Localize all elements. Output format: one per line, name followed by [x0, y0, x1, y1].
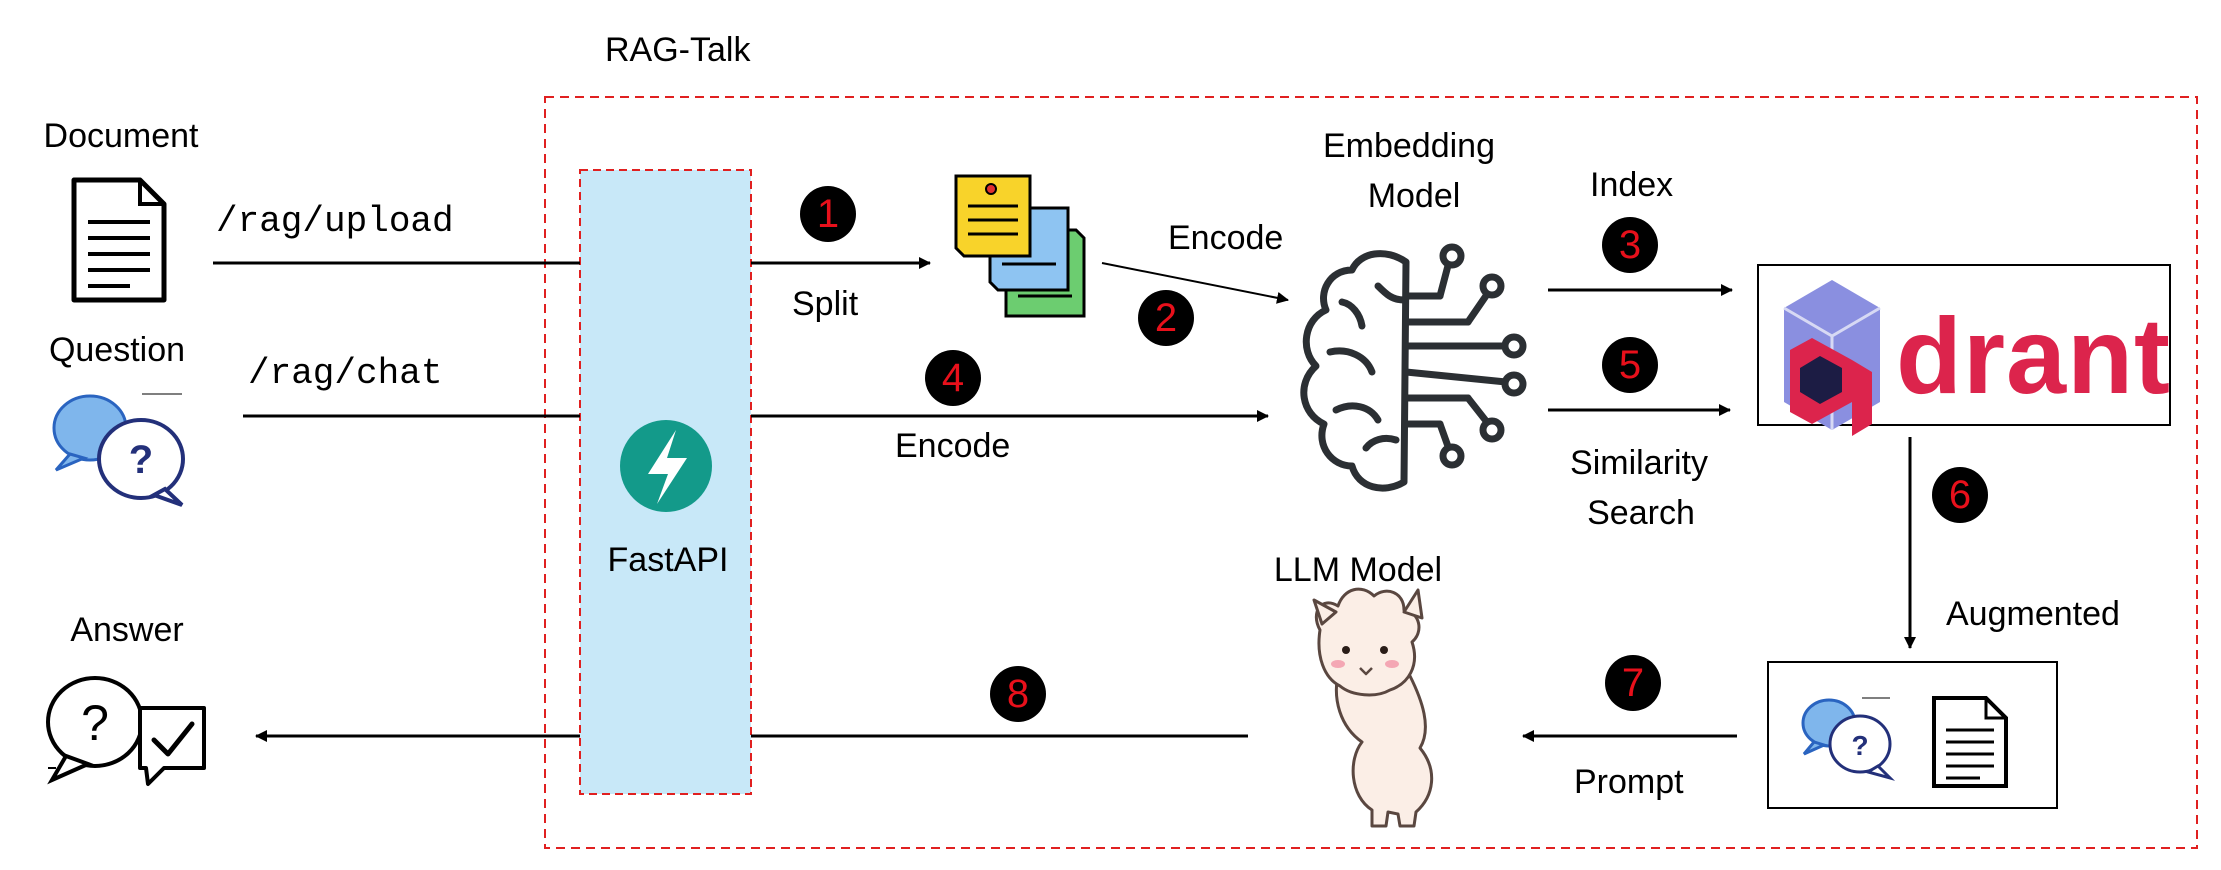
- question-chat-icon: ?: [52, 393, 185, 507]
- step-badge-2: 2: [1138, 290, 1194, 346]
- augmented-document-icon: [1932, 696, 2008, 788]
- step-badge-8: 8: [990, 666, 1046, 722]
- split-label: Split: [792, 285, 859, 323]
- index-label: Index: [1590, 166, 1674, 204]
- document-icon: [71, 177, 167, 303]
- encode-docs-arrow: [1101, 262, 1289, 304]
- brain-icon: [1300, 243, 1527, 492]
- embedding-label-line1: Embedding: [1322, 127, 1496, 165]
- embedding-label-line2: Model: [1367, 177, 1461, 215]
- answer-label: Answer: [70, 611, 184, 649]
- llama-icon: [1312, 587, 1434, 828]
- prompt-label: Prompt: [1574, 763, 1684, 801]
- step-badge-4: 4: [925, 350, 981, 406]
- qdrant-logo-icon: [1783, 280, 1881, 436]
- step-badge-3: 3: [1602, 217, 1658, 273]
- step-badge-7: 7: [1605, 655, 1661, 711]
- similarity-label-line2: Search: [1587, 494, 1695, 532]
- chat-endpoint-label: /rag/chat: [248, 353, 443, 394]
- question-label: Question: [48, 331, 186, 369]
- system-title: RAG-Talk: [605, 31, 751, 69]
- svg-text:?: ?: [129, 438, 153, 482]
- rag-talk-boundary: [544, 96, 2198, 849]
- fastapi-panel: [579, 169, 752, 795]
- document-label: Document: [43, 117, 199, 155]
- llm-label: LLM Model: [1273, 551, 1443, 589]
- chunks-icon: [954, 174, 1086, 318]
- answer-chat-icon: ?: [46, 676, 206, 786]
- similarity-label-line1: Similarity: [1570, 444, 1708, 482]
- step-badge-6: 6: [1932, 467, 1988, 523]
- svg-text:?: ?: [81, 695, 109, 751]
- augmented-question-icon: ?: [1801, 697, 1896, 781]
- encode-docs-label: Encode: [1168, 219, 1284, 257]
- step-badge-5: 5: [1602, 337, 1658, 393]
- fastapi-label: FastAPI: [607, 541, 729, 579]
- fastapi-logo-icon: [620, 420, 712, 512]
- upload-endpoint-label: /rag/upload: [216, 201, 454, 242]
- step-badge-1: 1: [800, 186, 856, 242]
- encode-question-label: Encode: [895, 427, 1011, 465]
- qdrant-wordmark: drant: [1896, 295, 2171, 416]
- augmented-label: Augmented: [1946, 595, 2120, 633]
- svg-text:?: ?: [1851, 730, 1868, 761]
